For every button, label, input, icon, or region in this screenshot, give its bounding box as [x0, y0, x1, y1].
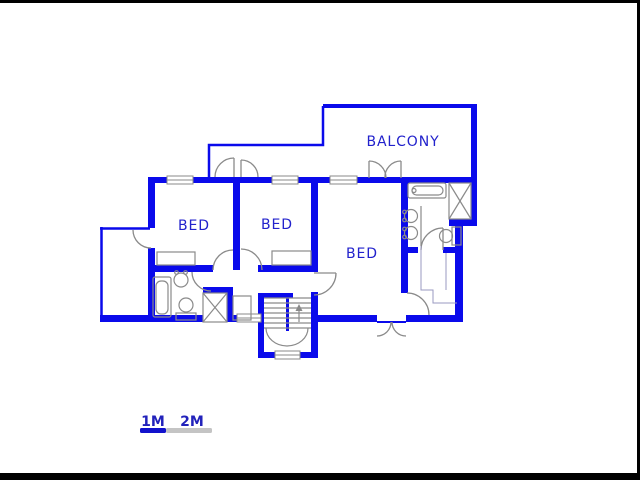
closets — [156, 250, 312, 321]
scale-bar-blue — [140, 428, 166, 433]
double-basin-icon — [402, 206, 422, 246]
balcony-label: BALCONY — [366, 134, 439, 150]
basin-icon — [173, 270, 189, 288]
toilet-icon — [438, 226, 462, 246]
bathtub2-icon — [152, 276, 172, 318]
toilet2-icon — [175, 297, 197, 321]
shower2-icon — [202, 292, 228, 323]
bed2-label: BED — [261, 217, 293, 233]
void-outline — [420, 228, 457, 304]
windows — [166, 175, 358, 360]
scale-bar: 1M 2M — [140, 414, 212, 433]
staircase — [264, 297, 311, 347]
scale-bar-gray — [166, 428, 212, 433]
scale-1m-label: 1M — [141, 414, 165, 430]
bed1-label: BED — [178, 218, 210, 234]
doors — [132, 157, 444, 337]
bed3-label: BED — [346, 246, 378, 262]
room-labels: BED BED BED BALCONY — [178, 134, 439, 262]
scale-2m-label: 2M — [180, 414, 204, 430]
shower-icon — [448, 182, 472, 220]
bathtub-icon — [407, 182, 447, 199]
roof-outline — [100, 106, 325, 321]
